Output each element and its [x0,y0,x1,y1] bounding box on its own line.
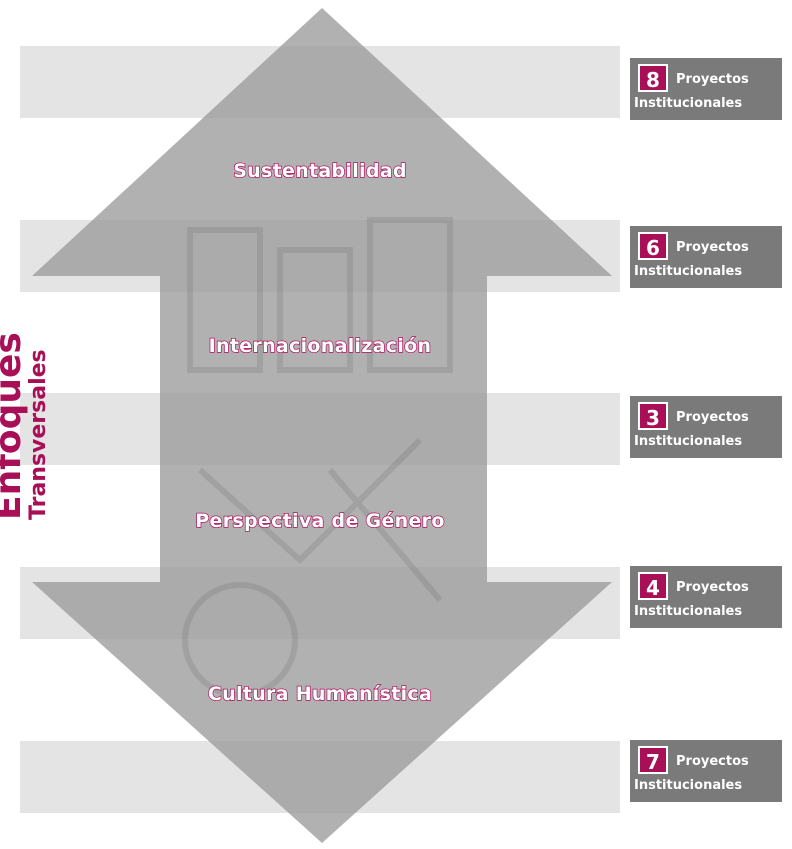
project-label: Proyectos [676,240,749,255]
project-badge-5: 7 Proyectos Institucionales [630,740,782,802]
project-label-2: Institucionales [634,264,743,279]
project-badge-4: 4 Proyectos Institucionales [630,566,782,628]
project-count: 8 [638,64,668,92]
side-title: Enfoques Transversales [0,332,51,520]
double-arrow-shape [32,8,612,843]
side-title-main: Enfoques [0,332,29,520]
project-label: Proyectos [676,580,749,595]
topic-sustentabilidad: Sustentabilidad [233,159,408,182]
project-badge-1: 8 Proyectos Institucionales [630,58,782,120]
project-badge-3: 3 Proyectos Institucionales [630,396,782,458]
project-label: Proyectos [676,72,749,87]
topic-internacionalizacion: Internacionalización [208,334,432,357]
project-label-2: Institucionales [634,434,743,449]
project-count: 4 [638,572,668,600]
side-title-sub: Transversales [26,349,51,520]
project-badge-2: 6 Proyectos Institucionales [630,226,782,288]
project-label: Proyectos [676,410,749,425]
topic-cultura-humanistica: Cultura Humanística [207,682,433,705]
emblem-watermark [182,217,453,698]
topic-perspectiva-genero: Perspectiva de Género [195,509,445,532]
project-label-2: Institucionales [634,96,743,111]
project-count: 3 [638,402,668,430]
project-label: Proyectos [676,754,749,769]
project-count: 6 [638,232,668,260]
project-label-2: Institucionales [634,604,743,619]
project-label-2: Institucionales [634,778,743,793]
project-count: 7 [638,746,668,774]
